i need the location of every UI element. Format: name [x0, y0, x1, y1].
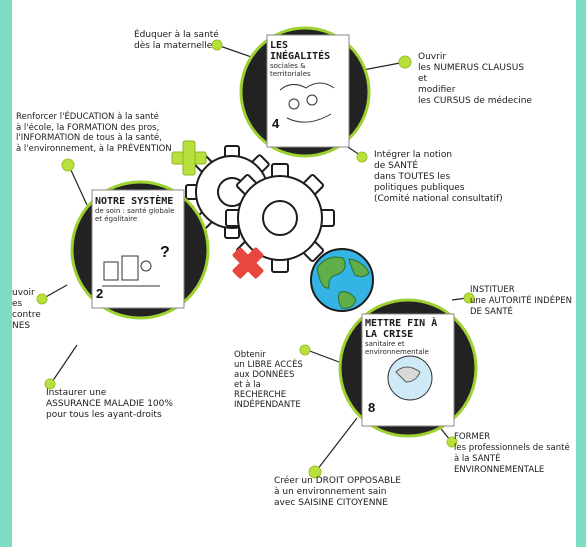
card-4-title: Les inégalités: [270, 40, 331, 62]
card-8-title-2: sanitaire et: [365, 340, 405, 348]
annotation-ouvrir: Ouvrir les NUMERUS CLAUSUS et modifier l…: [418, 52, 532, 106]
card-2-title-3: et égalitaire: [95, 215, 138, 223]
dot-creer: [308, 465, 322, 479]
connector-renforcer: [69, 167, 88, 206]
endpoint-dots: [36, 39, 475, 479]
annotation-integrer: Intégrer la notion de SANTÉ dans TOUTES …: [374, 150, 503, 204]
annotation-eduquer: Éduquer à la santé dès la maternelle: [134, 30, 219, 51]
annotation-instituer: INSTITUER une AUTORITÉ INDÉPEN DE SANTÉ: [470, 285, 572, 317]
card-8-title-1: Mettre fin à la crise: [365, 318, 438, 340]
annotation-obtenir: Obtenir un LIBRE ACCÈS aux DONNÉES et à …: [234, 350, 303, 410]
drawing-canvas: Les inégalités sociales & territoriales …: [12, 0, 576, 547]
theme-circle-4: [239, 26, 371, 158]
dot-left-cut: [36, 293, 48, 305]
annotation-former: FORMER les professionnels de santé à la …: [454, 432, 570, 475]
card-2-text: Notre système de soin : santé globale et…: [95, 196, 183, 223]
connector-left-cut: [43, 284, 68, 299]
dot-eduquer: [211, 39, 223, 51]
theme-circle-2: [70, 180, 210, 320]
card-2-number: 2: [96, 286, 104, 301]
card-8-number: 8: [368, 400, 376, 415]
connector-instaurer: [51, 344, 78, 383]
dot-former: [446, 436, 458, 448]
dot-integrer: [356, 151, 368, 163]
card-8-title-3: environnementale: [365, 348, 429, 356]
dot-ouvrir: [398, 55, 412, 69]
annotation-instaurer: Instaurer une ASSURANCE MALADIE 100% pou…: [46, 388, 173, 420]
connector-creer: [316, 417, 358, 471]
theme-circle-8: [338, 298, 478, 438]
dot-renforcer: [61, 158, 75, 172]
card-2-title-1: Notre système: [95, 196, 174, 207]
annotation-creer: Créer un DROIT OPPOSABLE à un environnem…: [274, 476, 401, 508]
annotation-left-cut: uvoir es contre NES: [12, 288, 41, 331]
gear-large-icon: [225, 163, 335, 273]
annotation-renforcer: Renforcer l'ÉDUCATION à la santé à l'éco…: [16, 112, 172, 154]
card-4: [266, 34, 350, 148]
card-2-mark: ?: [160, 244, 170, 261]
card-2: [91, 189, 185, 309]
red-cross-icon: [232, 247, 264, 279]
card-2-title-2: de soin : santé globale: [95, 207, 175, 215]
green-plus-icon: [171, 140, 207, 176]
card-4-subtitle: sociales & territoriales: [270, 62, 311, 78]
card-4-text: Les inégalités sociales & territoriales: [270, 40, 348, 78]
card-4-number: 4: [272, 116, 280, 131]
card-8-text: Mettre fin à la crise sanitaire et envir…: [365, 318, 451, 356]
mind-map-graphic: [36, 26, 478, 479]
dot-instituer: [463, 292, 475, 304]
dot-instaurer: [44, 378, 56, 390]
dot-obtenir: [299, 344, 311, 356]
earth-icon: [310, 248, 374, 312]
